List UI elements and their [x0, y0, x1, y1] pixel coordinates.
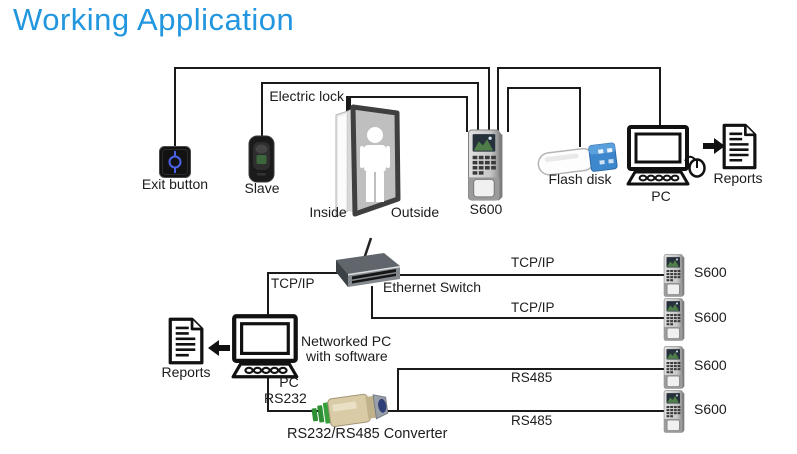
slave-label: Slave [244, 180, 280, 196]
wire-s600-to-pc-rise [497, 67, 499, 132]
ethernet-switch-icon [336, 237, 400, 287]
wire-tcpip-line1 [396, 274, 664, 276]
reports-arrow-left-icon [207, 340, 231, 356]
page-title: Working Application [13, 2, 295, 37]
exit-button-icon [159, 146, 191, 178]
pc-label: PC [651, 188, 671, 204]
wire-switch-bottom-drop [371, 286, 373, 319]
wire-slave-horizontal [261, 82, 479, 84]
s600-main-label: S600 [469, 201, 503, 217]
wire-rs485-line1 [397, 368, 664, 370]
s600-terminal-1-label: S600 [694, 264, 727, 280]
wire-slave-drop [261, 82, 263, 138]
inside-label: Inside [309, 204, 347, 220]
reports-label: Reports [713, 170, 763, 186]
mouse-icon [684, 155, 706, 178]
ethernet-switch-label: Ethernet Switch [383, 279, 482, 295]
electric-lock-label: Electric lock [269, 88, 344, 104]
wire-tcpip-line2 [371, 317, 664, 319]
door-icon [335, 104, 401, 218]
tcpip-left-label: TCP/IP [271, 276, 315, 291]
wire-s600-to-flash-horizontal [507, 87, 581, 89]
wire-exit-horizontal [174, 67, 490, 69]
s600-terminal-4-icon [663, 390, 686, 433]
wire-s600-to-pc-horizontal [497, 67, 661, 69]
wire-exit-to-s600-drop [488, 67, 490, 132]
wire-slave-to-s600-drop [477, 82, 479, 132]
outside-label: Outside [390, 204, 440, 220]
s600-terminal-3-icon [663, 346, 686, 389]
wire-electric-lock-pointer [346, 96, 351, 114]
rs485-line1-label: RS485 [511, 370, 553, 385]
tcpip-line2-label: TCP/IP [511, 300, 555, 315]
wire-rs232-horizontal [267, 410, 322, 412]
rs232-label: RS232 [264, 390, 307, 406]
wire-electric-lock-drop [466, 96, 468, 132]
s600-main-icon [467, 129, 505, 201]
wire-electric-lock-horizontal [351, 96, 468, 98]
tcpip-line1-label: TCP/IP [511, 255, 555, 270]
s600-terminal-2-label: S600 [694, 309, 727, 325]
slave-reader-icon [248, 135, 275, 183]
networked-pc-icon [231, 313, 301, 379]
wire-rs485-branch-rise [397, 368, 399, 412]
s600-terminal-3-label: S600 [694, 357, 727, 373]
rs232-rs485-converter-icon [311, 393, 389, 428]
wire-tcpip-left-horizontal [267, 272, 338, 274]
s600-terminal-2-icon [663, 298, 686, 341]
pc-bottom-label: PC [279, 374, 299, 390]
wire-tcpip-left-drop [267, 272, 269, 318]
wire-pc-drop [659, 67, 661, 128]
flash-disk-label: Flash disk [548, 171, 612, 187]
rs485-line2-label: RS485 [511, 413, 553, 428]
wire-s600-to-flash-rise [507, 87, 509, 132]
reports-bottom-label: Reports [161, 364, 211, 380]
wire-flash-drop [579, 87, 581, 147]
wire-exit-drop [174, 67, 176, 147]
wire-rs232-drop [267, 376, 269, 412]
s600-terminal-1-icon [663, 254, 686, 297]
s600-terminal-4-label: S600 [694, 401, 727, 417]
flash-disk-icon [537, 142, 618, 176]
converter-label: RS232/RS485 Converter [287, 426, 448, 442]
reports-document-bottom-icon [167, 317, 204, 365]
wire-rs485-line2 [378, 410, 664, 412]
networked-pc-label-line1: Networked PC [301, 333, 392, 349]
reports-document-icon [721, 123, 757, 170]
exit-button-label: Exit button [141, 176, 209, 192]
networked-pc-label-line2: with software [306, 348, 388, 364]
